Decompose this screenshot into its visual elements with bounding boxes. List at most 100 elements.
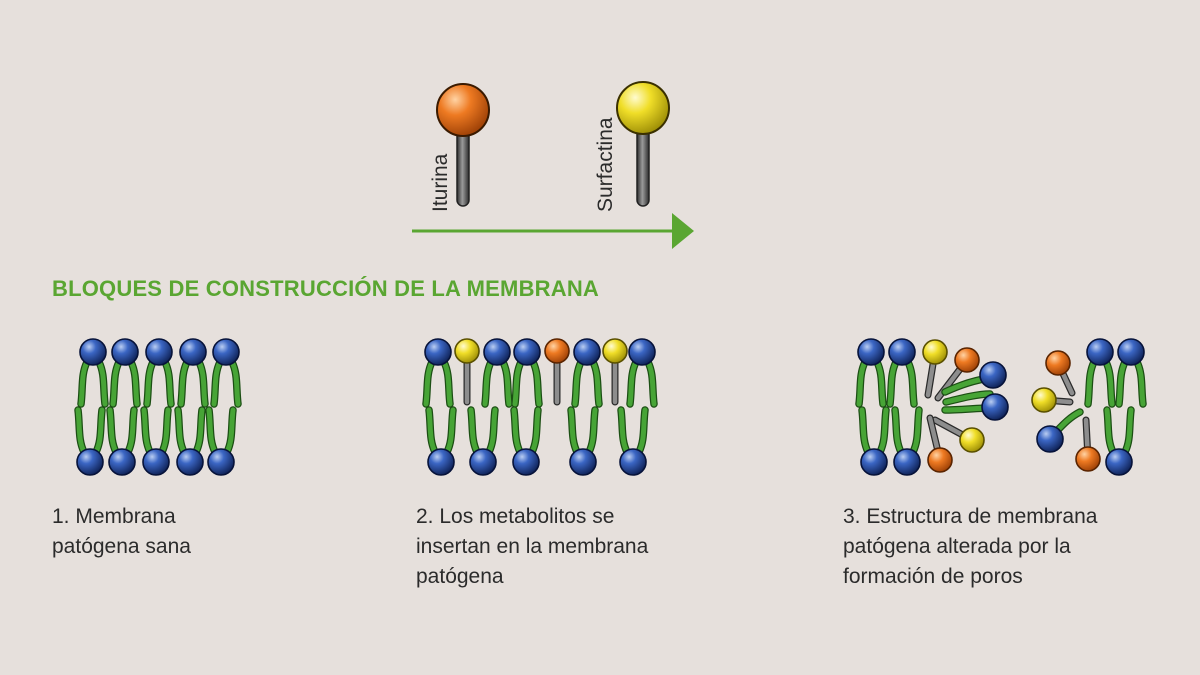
membrane-panel-pores — [855, 338, 1147, 476]
lipid-tail — [572, 359, 584, 407]
lipid-tail — [110, 359, 122, 407]
orange-lipid-head — [1045, 350, 1071, 376]
lipid-tail — [229, 359, 241, 407]
yellow-lipid-head — [454, 338, 480, 364]
lipid-tail — [586, 407, 598, 455]
lipid-tail — [627, 359, 639, 407]
lipid-tail — [144, 359, 156, 407]
blue-lipid-head — [1036, 425, 1064, 453]
blue-lipid-head — [469, 448, 497, 476]
caption-line: patógena sana — [52, 535, 191, 558]
lipid-tail — [910, 407, 922, 455]
lipid-tail — [193, 407, 205, 455]
blue-lipid-head — [108, 448, 136, 476]
blue-lipid-head — [1105, 448, 1133, 476]
lipid-tail — [175, 407, 187, 455]
orange-lipid-head — [927, 447, 953, 473]
lipid-tail — [590, 359, 602, 407]
blue-lipid-head — [483, 338, 511, 366]
blue-lipid-head — [619, 448, 647, 476]
iturina-stalk — [456, 127, 470, 207]
blue-lipid-head — [212, 338, 240, 366]
blue-lipid-head — [1117, 338, 1145, 366]
caption-line: formación de poros — [843, 565, 1023, 588]
caption-line: 3. Estructura de membrana — [843, 505, 1098, 528]
iturina-molecule — [436, 83, 490, 207]
surfactina-molecule — [616, 81, 670, 207]
lipid-tail — [645, 359, 657, 407]
lipid-tail — [856, 359, 868, 407]
caption-line: patógena — [416, 565, 504, 588]
lipid-tail — [75, 407, 87, 455]
lipid-tail — [1116, 359, 1128, 407]
yellow-lipid-head — [959, 427, 985, 453]
blue-lipid-head — [979, 361, 1007, 389]
lipid-tail — [107, 407, 119, 455]
blue-lipid-head — [857, 338, 885, 366]
blue-lipid-head — [888, 338, 916, 366]
lipid-tail — [1134, 359, 1146, 407]
lipid-tail — [159, 407, 171, 455]
blue-lipid-head — [179, 338, 207, 366]
caption-healthy-membrane: 1. Membrana patógena sana — [52, 502, 191, 562]
caption-line: 1. Membrana — [52, 505, 176, 528]
caption-line: 2. Los metabolitos se — [416, 505, 615, 528]
lipid-tail — [1104, 407, 1116, 455]
blue-lipid-head — [207, 448, 235, 476]
lipid-tail — [877, 407, 889, 455]
lipid-tail — [512, 359, 524, 407]
surfactina-head — [616, 81, 670, 135]
lipid-tail — [206, 407, 218, 455]
lipid-tail — [859, 407, 871, 455]
lipid-tail — [887, 359, 899, 407]
blue-lipid-head — [145, 338, 173, 366]
blue-lipid-head — [79, 338, 107, 366]
lipid-tail — [568, 407, 580, 455]
caption-line: insertan en la membrana — [416, 535, 649, 558]
blue-lipid-head — [893, 448, 921, 476]
lipid-tail — [905, 359, 917, 407]
blue-lipid-head — [573, 338, 601, 366]
lipid-tail — [1122, 407, 1134, 455]
lipid-tail — [1103, 359, 1115, 407]
surfactina-stalk — [636, 123, 650, 207]
lipid-tail — [196, 359, 208, 407]
lipid-tail — [128, 359, 140, 407]
yellow-lipid-head — [922, 339, 948, 365]
yellow-lipid-head — [1031, 387, 1057, 413]
blue-lipid-head — [142, 448, 170, 476]
blue-lipid-head — [981, 393, 1009, 421]
lipid-tail — [943, 391, 993, 405]
lipid-tail — [529, 407, 541, 455]
blue-lipid-head — [424, 338, 452, 366]
lipid-tail — [511, 407, 523, 455]
orange-lipid-head — [954, 347, 980, 373]
lipid-tail — [162, 359, 174, 407]
lipid-tail — [93, 407, 105, 455]
lipid-tail — [211, 359, 223, 407]
lipid-tail — [636, 407, 648, 455]
membrane-panel-healthy — [74, 338, 242, 476]
blue-lipid-head — [111, 338, 139, 366]
caption-inserted-metabolites: 2. Los metabolitos se insertan en la mem… — [416, 502, 648, 592]
lipid-tail — [874, 359, 886, 407]
surfactina-label: Surfactina — [594, 117, 617, 212]
lipid-tail — [482, 359, 494, 407]
caption-pore-formation: 3. Estructura de membrana patógena alter… — [843, 502, 1097, 592]
lipid-tail — [141, 407, 153, 455]
lipid-tail — [423, 359, 435, 407]
lipid-tail — [1085, 359, 1097, 407]
lipid-tail — [444, 407, 456, 455]
membrane-panel-inserted — [422, 338, 658, 476]
lipid-tail — [500, 359, 512, 407]
lipid-tail — [178, 359, 190, 407]
lipid-tail — [441, 359, 453, 407]
blue-lipid-head — [860, 448, 888, 476]
section-title: BLOQUES DE CONSTRUCCIÓN DE LA MEMBRANA — [52, 276, 600, 301]
blue-lipid-head — [427, 448, 455, 476]
lipid-tail — [468, 407, 480, 455]
blue-lipid-head — [76, 448, 104, 476]
blue-lipid-head — [176, 448, 204, 476]
blue-lipid-head — [628, 338, 656, 366]
